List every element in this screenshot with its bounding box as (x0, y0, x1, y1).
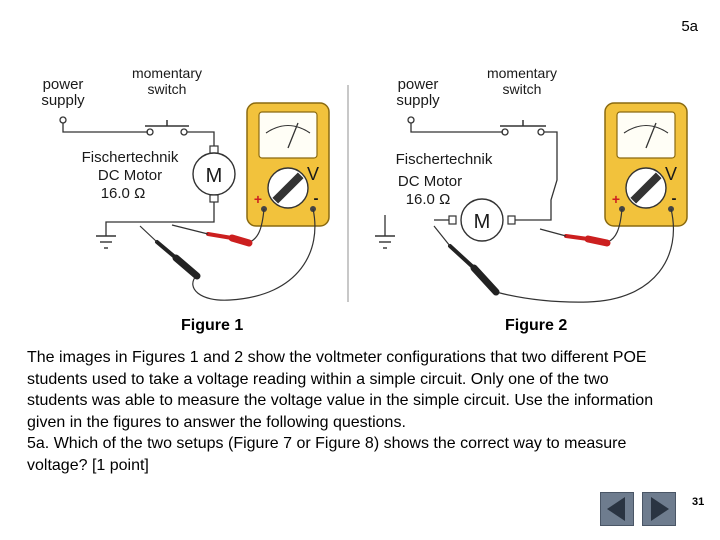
fig1-motor-symbol: M (206, 165, 223, 187)
fig2-motor-icon (460, 198, 504, 242)
fig2-power-label-2: supply (396, 92, 440, 109)
figure-1-caption: Figure 1 (181, 317, 244, 334)
circuit-figures: power supply momentary switch M Fischert… (41, 65, 688, 303)
fig2-plus-label: + (612, 191, 620, 207)
fig2-power-label-1: power (398, 76, 439, 93)
fig2-switch-label-2: switch (503, 81, 542, 97)
figure-1-diagram: power supply momentary switch M Fischert… (41, 65, 330, 301)
intro-paragraph: The images in Figures 1 and 2 show the v… (27, 349, 654, 431)
fig1-multimeter-icon: V + - (246, 102, 330, 227)
page-number: 31 (692, 496, 705, 508)
fig1-switch-label-2: switch (148, 81, 187, 97)
fig1-motor-label-2: DC Motor (98, 167, 162, 184)
fig1-power-label-2: supply (41, 92, 85, 109)
fig2-motor-label-1: Fischertechnik (396, 151, 493, 168)
question-5a: 5a. Which of the two setups (Figure 7 or… (27, 435, 627, 474)
fig1-meter-symbol: V (307, 164, 319, 184)
fig2-motor-label-2: DC Motor (398, 173, 462, 190)
next-slide-button[interactable] (642, 492, 676, 526)
fig2-motor-symbol: M (474, 211, 491, 233)
fig2-multimeter-icon: V + - (604, 102, 688, 227)
fig1-minus-label: - (314, 190, 319, 207)
question-text: The images in Figures 1 and 2 show the v… (27, 347, 667, 476)
fig1-power-label-1: power (43, 76, 84, 93)
fig1-motor-label-1: Fischertechnik (82, 149, 179, 166)
fig1-switch-label-1: momentary (132, 65, 202, 81)
fig1-plus-label: + (254, 191, 262, 207)
previous-slide-button[interactable] (600, 492, 634, 526)
fig2-minus-label: - (672, 190, 677, 207)
slide-id: 5a (681, 18, 698, 35)
fig2-meter-symbol: V (665, 164, 677, 184)
figure-2-caption: Figure 2 (505, 317, 568, 334)
figure-2-diagram: power supply momentary switch Fischertec… (375, 65, 688, 303)
fig2-switch-label-1: momentary (487, 65, 557, 81)
fig2-motor-label-3: 16.0 Ω (406, 191, 451, 208)
triangle-left-icon (607, 497, 625, 521)
fig1-motor-label-3: 16.0 Ω (101, 185, 146, 202)
triangle-right-icon (651, 497, 669, 521)
